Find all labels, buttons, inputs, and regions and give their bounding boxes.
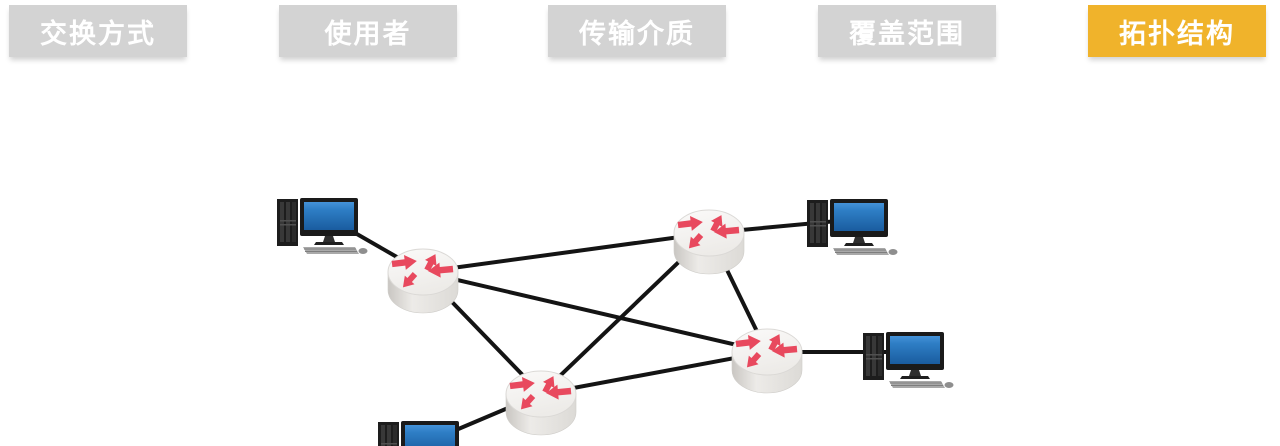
router-a-icon bbox=[388, 249, 458, 313]
link-router-c-router-d bbox=[539, 350, 769, 396]
link-router-a-router-b bbox=[421, 231, 711, 274]
pc-2-icon bbox=[806, 198, 898, 256]
tab-user[interactable]: 使用者 bbox=[279, 5, 457, 57]
tab-transmission-medium[interactable]: 传输介质 bbox=[548, 5, 726, 57]
router-b-icon bbox=[674, 210, 744, 274]
pc-3-icon bbox=[862, 331, 954, 389]
tab-coverage[interactable]: 覆盖范围 bbox=[818, 5, 996, 57]
pc-1-icon bbox=[276, 197, 368, 255]
tab-topology[interactable]: 拓扑结构 bbox=[1088, 5, 1266, 57]
pc-4-icon bbox=[377, 420, 469, 446]
router-c-icon bbox=[506, 371, 576, 435]
tab-switching-method[interactable]: 交换方式 bbox=[9, 5, 187, 57]
tab-bar: 交换方式 使用者 传输介质 覆盖范围 拓扑结构 bbox=[0, 0, 1280, 70]
router-d-icon bbox=[732, 329, 802, 393]
link-router-a-router-d bbox=[421, 270, 769, 354]
